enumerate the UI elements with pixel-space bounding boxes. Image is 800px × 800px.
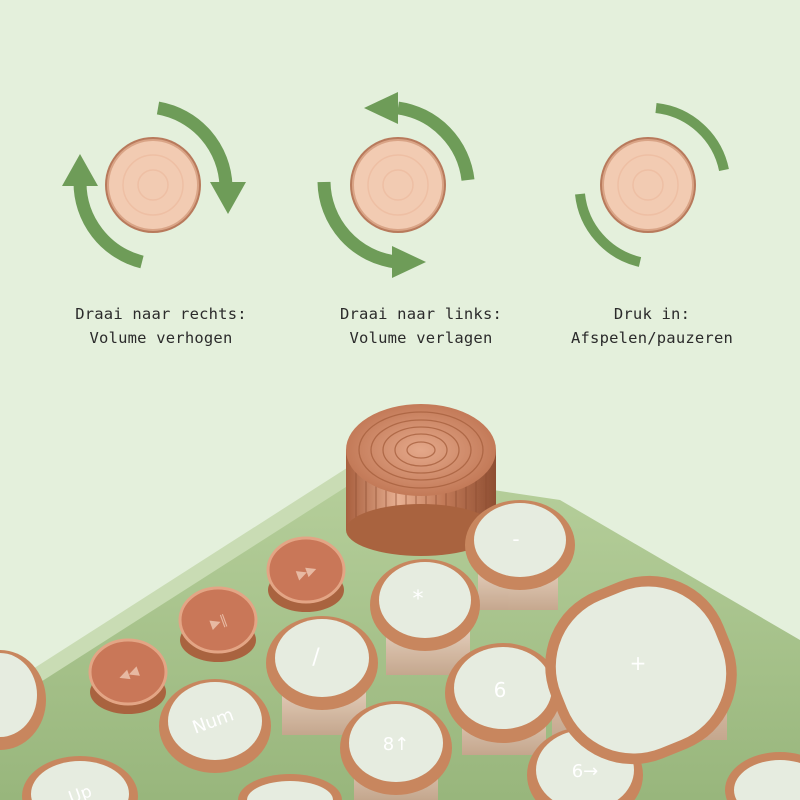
key-plus: + <box>545 575 737 765</box>
caption-rotate-right: Draai naar rechts: Volume verhogen <box>31 302 291 350</box>
key-plus-label: + <box>630 651 647 675</box>
caption-line2: Volume verhogen <box>89 329 233 347</box>
key-eight: 8↑ <box>340 701 452 795</box>
knob-rotate-left-panel <box>280 90 520 280</box>
media-play-label: ▶‖ <box>209 612 230 632</box>
rotate-clockwise-icon <box>62 101 246 269</box>
keyboard-photo: ▶▶ ▶‖ ◀◀ - * / Num <box>0 404 800 800</box>
volume-knob <box>346 404 496 556</box>
caption-line1: Druk in: <box>613 305 691 323</box>
media-key-prev: ◀◀ <box>88 638 168 714</box>
rotate-counterclockwise-icon <box>317 92 475 278</box>
key-asterisk: * <box>370 559 480 651</box>
key-up: Up <box>22 756 138 800</box>
caption-press: Druk in: Afspelen/pauzeren <box>522 302 782 350</box>
key-partial-right <box>725 752 800 800</box>
key-partial-left <box>0 650 46 750</box>
media-key-play: ▶‖ <box>178 586 258 662</box>
key-partial-bottom <box>238 774 342 800</box>
media-next-label: ▶▶ <box>295 562 319 583</box>
key-nine-label: 9 <box>494 677 507 701</box>
media-prev-label: ◀◀ <box>117 664 141 685</box>
key-slash-label: / <box>312 645 320 670</box>
key-num: Num <box>159 679 271 773</box>
caption-line1: Draai naar rechts: <box>75 305 247 323</box>
key-asterisk-label: * <box>413 587 424 612</box>
caption-line1: Draai naar links: <box>339 305 503 323</box>
caption-line2: Volume verlagen <box>349 329 493 347</box>
key-up-label: Up <box>66 782 95 800</box>
key-minus: - <box>465 500 575 590</box>
knob-rotate-right-panel <box>40 90 280 280</box>
knob-press-panel <box>528 90 768 280</box>
caption-rotate-left: Draai naar links: Volume verlagen <box>291 302 551 350</box>
press-knob-icon <box>575 103 729 267</box>
key-slash: / <box>266 616 378 710</box>
media-key-next: ▶▶ <box>266 536 346 612</box>
key-nine: 9 <box>445 643 561 743</box>
key-minus-label: - <box>512 527 519 551</box>
key-eight-label: 8↑ <box>383 734 410 755</box>
caption-line2: Afspelen/pauzeren <box>570 329 734 347</box>
key-six-label: 6→ <box>572 761 599 782</box>
